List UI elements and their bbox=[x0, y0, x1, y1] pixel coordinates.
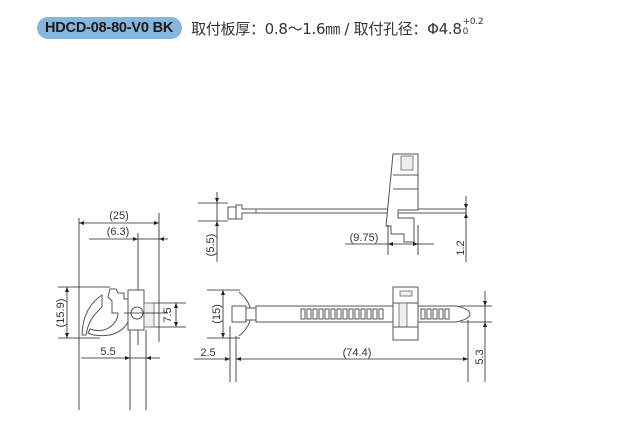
product-header: HDCD-08-80-V0 BK 取付板厚：0.8〜1.6㎜ / 取付孔径：Φ4… bbox=[37, 17, 484, 39]
spec-text: 取付板厚：0.8〜1.6㎜ / 取付孔径：Φ4.8 +0.2 0 bbox=[191, 17, 484, 39]
dim-1-2: 1.2 bbox=[455, 240, 467, 255]
tolerance-lower: 0 bbox=[462, 27, 469, 37]
top-view: (5.5) (9.75) 1.2 bbox=[198, 153, 468, 262]
dim-9-75: (9.75) bbox=[350, 232, 379, 244]
band-teeth bbox=[300, 308, 450, 320]
dim-2-5: 2.5 bbox=[200, 347, 215, 359]
dim-7-5: 7.5 bbox=[162, 307, 174, 322]
dim-5-3: 5.3 bbox=[474, 349, 486, 364]
tolerance-upper: +0.2 bbox=[462, 17, 484, 27]
dim-6-3: (6.3) bbox=[107, 226, 130, 238]
dim-15-9: (15.9) bbox=[55, 299, 67, 328]
model-badge: HDCD-08-80-V0 BK bbox=[37, 17, 183, 39]
front-view: (15) 2.5 bbox=[194, 286, 492, 382]
dim-74-4: (74.4) bbox=[343, 347, 372, 359]
dim-15: (15) bbox=[211, 304, 223, 324]
side-view: (25) (6.3) (15.9) 7.5 5.5 bbox=[55, 210, 186, 410]
dim-5-5-top: (5.5) bbox=[205, 234, 217, 257]
dim-25: (25) bbox=[109, 210, 129, 222]
spec-prefix: 取付板厚：0.8〜1.6㎜ / 取付孔径：Φ4.8 bbox=[191, 19, 462, 38]
dim-5-5: 5.5 bbox=[100, 346, 115, 358]
tolerance: +0.2 0 bbox=[463, 17, 484, 37]
